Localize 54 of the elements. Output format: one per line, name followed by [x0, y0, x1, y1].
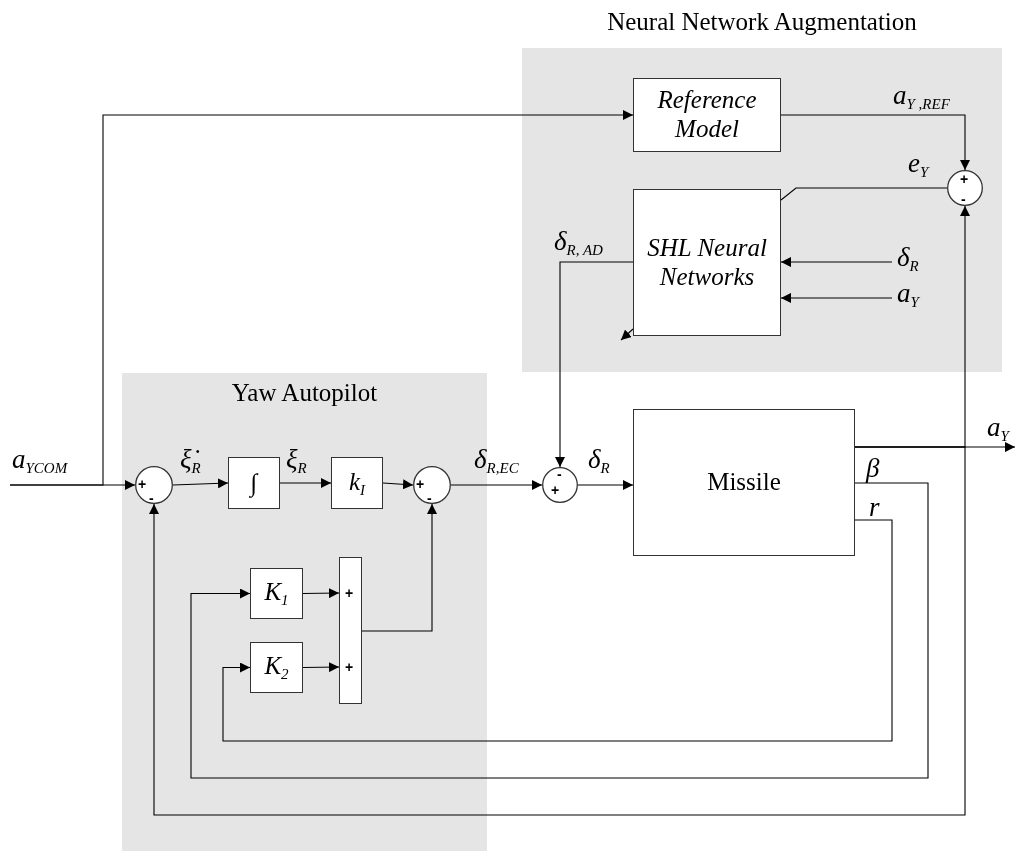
signal-label: e$_{Y}$: [908, 150, 929, 181]
signal-arrow: [9, 110, 634, 486]
signal-arrow: [279, 478, 332, 488]
sign: -: [427, 491, 432, 505]
signal-label: δ$_{R}$: [897, 244, 919, 275]
signal-label: β: [866, 455, 880, 482]
region-title: Neural Network Augmentation: [606, 8, 918, 37]
sign: +: [345, 586, 354, 600]
signal-arrow: [302, 588, 340, 599]
signal-arrow: [780, 257, 893, 268]
signal-label: a$_{YCOM}$: [12, 446, 68, 477]
integrator-block: ∫: [228, 457, 280, 509]
signal-arrow: [222, 519, 893, 742]
sign: +: [138, 477, 147, 491]
summing-junction: [542, 467, 578, 503]
gain-block: K$_{1}$: [250, 568, 303, 619]
signal-arrow: [555, 261, 634, 468]
signal-arrow: [172, 478, 229, 489]
signal-label: ξ̇$_{R}$: [180, 446, 201, 477]
summing-bar: [339, 557, 362, 704]
sign: -: [961, 192, 966, 206]
signal-label: a$_{Y ,REF}$: [893, 82, 950, 113]
sign: -: [149, 491, 154, 505]
gain-block: K$_{2}$: [250, 642, 303, 693]
signal-arrow: [302, 662, 340, 673]
signal-arrow: [577, 480, 634, 490]
signal-arrow: [382, 479, 414, 490]
sign: +: [416, 477, 425, 491]
signal-label: a$_{Y}$: [897, 280, 919, 311]
signal-label: δ$_{R, AD}$: [554, 228, 603, 259]
missile-block: Missile: [633, 409, 855, 556]
signal-label: a$_{Y}$: [987, 414, 1009, 445]
summing-junction: [947, 170, 983, 206]
signal-arrow: [361, 503, 437, 632]
signal-label: δ$_{R,EC}$: [474, 446, 519, 477]
sign: +: [345, 660, 354, 674]
sign: +: [551, 483, 560, 497]
signal-arrow: [780, 292, 893, 303]
summing-junction: [413, 466, 451, 504]
neural-network-block: SHL Neural Networks: [633, 189, 781, 336]
signal-arrow: [780, 114, 970, 171]
autopilot-region: [122, 373, 487, 851]
summing-junction: [135, 466, 173, 504]
signal-arrow: [190, 482, 929, 779]
signal-label: r: [869, 494, 880, 521]
sign: -: [557, 467, 562, 481]
reference-model-block: Reference Model: [633, 78, 781, 152]
gain-block: k$_{I}$: [331, 457, 383, 509]
region-title: Yaw Autopilot: [230, 379, 379, 408]
sign: +: [960, 172, 969, 186]
signal-label: ξ$_{R}$: [286, 446, 307, 477]
signal-label: δ$_{R}$: [588, 446, 610, 477]
signal-arrow: [450, 480, 543, 490]
signal-arrow: [149, 446, 966, 816]
